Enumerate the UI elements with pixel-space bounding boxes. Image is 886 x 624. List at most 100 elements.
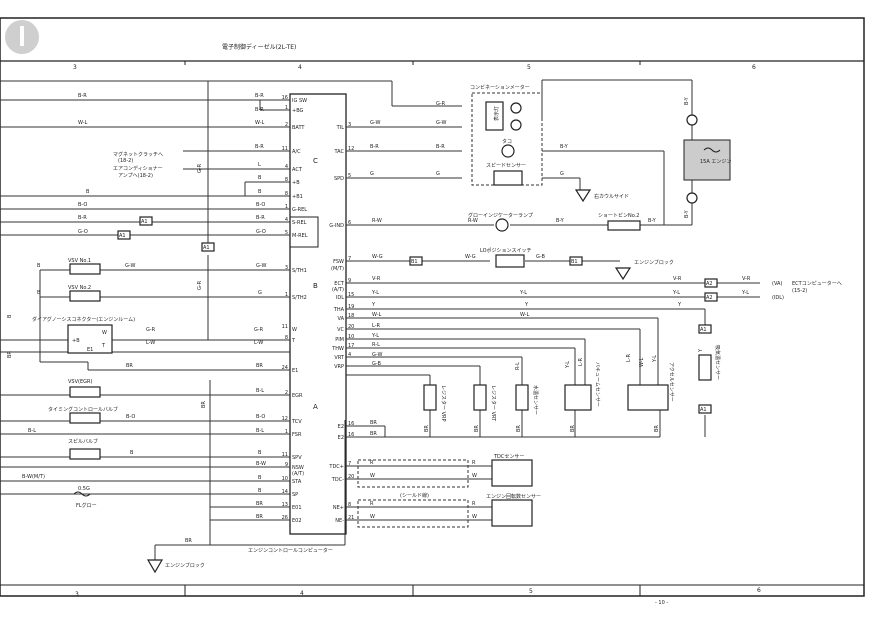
ecu-rpin-15: VRP — [334, 364, 344, 370]
fl-glow-label: FLグロー — [76, 502, 97, 509]
ecu-pin-22: SP — [292, 492, 298, 498]
ecu-pin-num-7: 1 — [285, 204, 288, 210]
wire-label-y-l-2: Y-L — [519, 290, 527, 296]
ecu-mark-b: B — [313, 282, 318, 290]
ground-cowl-icon — [574, 189, 592, 203]
ecu-pin-num-6: 8 — [285, 191, 288, 197]
wire-label-w-l-2: W-L — [255, 120, 265, 126]
sensors: レジスター VRP レジスター VRT 水温センサー バキュームセンサー アクセ… — [423, 345, 721, 422]
connector-a2-tag-1 — [704, 278, 718, 288]
connector-b1-text-1: B1 — [411, 259, 418, 265]
ecu-pin-17: FSR — [292, 432, 302, 438]
wire-label-b-r-srel2: B-R — [256, 215, 265, 221]
wire-label-r-ne-2: R — [472, 501, 476, 507]
ecu-rpin-0: TIL — [336, 125, 345, 131]
wire-label-v-r: V-R — [372, 276, 381, 282]
tacho-label: タコ — [502, 138, 512, 145]
wire-label-l-w-2: L-W — [254, 340, 263, 346]
ne-sensor-icon — [491, 499, 533, 527]
page-number: - 10 - — [655, 600, 668, 606]
ecu-rpin-num-13: 17 — [348, 343, 354, 349]
diagram-title: 電子制御ディーゼル(2L-TE) — [222, 43, 296, 51]
wire-label-w-g: W-G — [372, 254, 383, 260]
indicator-lamp-icon-1 — [510, 102, 522, 114]
connector-a1-text-5: A1 — [700, 407, 707, 413]
wire-label-b-vsv1: B — [37, 263, 41, 269]
speed-sensor-label: スピードセンサー — [486, 163, 526, 169]
ecu-rpin-num-12: 10 — [348, 334, 354, 340]
wire-label-b-o-tcv: B-O — [126, 414, 135, 420]
ecu-pin-num-2: 2 — [285, 122, 288, 128]
ecu-pin-2: BATT — [292, 125, 305, 131]
grid-bottom-5: 5 — [529, 588, 533, 595]
lo-switch: LOポジションスイッチ B1 B1 エンジンブロック — [409, 247, 674, 281]
connector-a1-tag-1 — [139, 216, 153, 226]
ecu-pin-0: IG SW — [292, 98, 307, 104]
wire-label-b-y-tac: B-Y — [560, 144, 569, 150]
ecu-rpin-18: TDC+ — [328, 464, 344, 470]
left-wire-labels: B-R B-R B-R W-L W-L B-R L B B B B-O B-O … — [7, 93, 266, 544]
resistor-vrt-icon — [473, 384, 487, 411]
wire-label-b-o-1: B-O — [78, 202, 87, 208]
wire-label-br-e2: BR — [370, 420, 377, 426]
ecu-pin-4: ACT — [292, 167, 303, 173]
connector-22-icon — [686, 192, 698, 204]
aircon-amp-label-2: アンプへ(18-2) — [118, 173, 153, 179]
wire-label-b-left: B — [86, 189, 90, 195]
wire-label-g-o-2: G-O — [256, 229, 266, 235]
ect-va-label: (VA) — [772, 281, 782, 287]
connector-a1-text-4: A1 — [700, 327, 707, 333]
ecu-rpin-num-20: 8 — [348, 502, 351, 508]
wire-label-y-l-3: Y-L — [672, 290, 680, 296]
wire-label-g-r-vert-2: G-R — [197, 280, 203, 290]
ecu-rpin-1: TAC — [334, 149, 345, 155]
wire-label-y-2: Y — [524, 302, 529, 308]
wire-label-b-spv-2: B — [258, 450, 262, 456]
wire-label-b-r-1: B-R — [78, 93, 87, 99]
ect-idl-label: (IDL) — [772, 295, 784, 301]
ecu-pin-3: A/C — [292, 149, 301, 155]
lo-switch-icon — [495, 254, 525, 268]
ecu-pin-9: M-REL — [292, 233, 308, 239]
wire-label-g-r: G-R — [146, 327, 156, 333]
resistor-vrp-icon — [423, 384, 437, 411]
wire-label-r-w-2: R-W — [468, 218, 478, 224]
ecu-rpin-num-16: 16 — [348, 421, 354, 427]
tdc-sensor-label: TDCセンサー — [493, 454, 524, 460]
magnet-clutch-ref: (18-2) — [118, 158, 133, 164]
ecu-pin-num-24: 26 — [282, 515, 288, 521]
connector-b1-tag-2 — [569, 256, 583, 266]
ecu-pin-15: EGR — [292, 393, 303, 399]
wire-label-r-tdc-2: R — [472, 460, 476, 466]
wire-label-r-w: R-W — [372, 218, 382, 224]
shield-box-2 — [357, 499, 469, 528]
ecu-pin-num-16: 12 — [282, 416, 288, 422]
ect-connectors: A2 A2 (VA) (IDL) ECTコンピューターへ (15-2) A1 A… — [698, 278, 842, 414]
ecu-rpin-num-6: 9 — [348, 278, 351, 284]
diag-connector-box — [67, 324, 113, 354]
wire-label-b-o-2: B-O — [256, 202, 265, 208]
wire-label-g-b: G-B — [372, 361, 382, 367]
wire-label-b-r-tac-2: B-R — [436, 144, 445, 150]
ecu-rpin-num-18: 7 — [348, 461, 351, 467]
ecu-rpin-14: VRT — [334, 355, 345, 361]
combination-meter: コンビネーションメーター 表示灯 タコ スピードセンサー 右カウルサイド — [470, 84, 629, 203]
ecu-pin-num-17: 1 — [285, 429, 288, 435]
ground-left-icon — [146, 559, 164, 574]
wire-label-br-e1-2: BR — [256, 363, 263, 369]
wire-label-br-acc: BR — [654, 425, 660, 432]
ecu-pin-num-8: 4 — [285, 217, 288, 223]
ecu-pin-19: NSW — [292, 465, 304, 471]
wire-label-g-r-top: G-R — [436, 101, 446, 107]
wire-label-y-vert: Y — [698, 348, 704, 353]
connector-a1-tag-5 — [698, 404, 712, 414]
grid-bottom-3: 3 — [75, 591, 79, 598]
ecu-pin-7: G-REL — [292, 207, 307, 213]
water-temp-sensor-icon — [515, 384, 529, 411]
speed-sensor-icon — [493, 170, 523, 186]
wire-label-l-r-vert: L-R — [578, 357, 584, 366]
ecu-rpin-19: TDC- — [331, 477, 344, 483]
combination-meter-label: コンビネーションメーター — [470, 84, 530, 91]
engine-block-right-label: エンジンブロック — [634, 259, 674, 266]
ecu-mark-c: C — [313, 157, 318, 165]
